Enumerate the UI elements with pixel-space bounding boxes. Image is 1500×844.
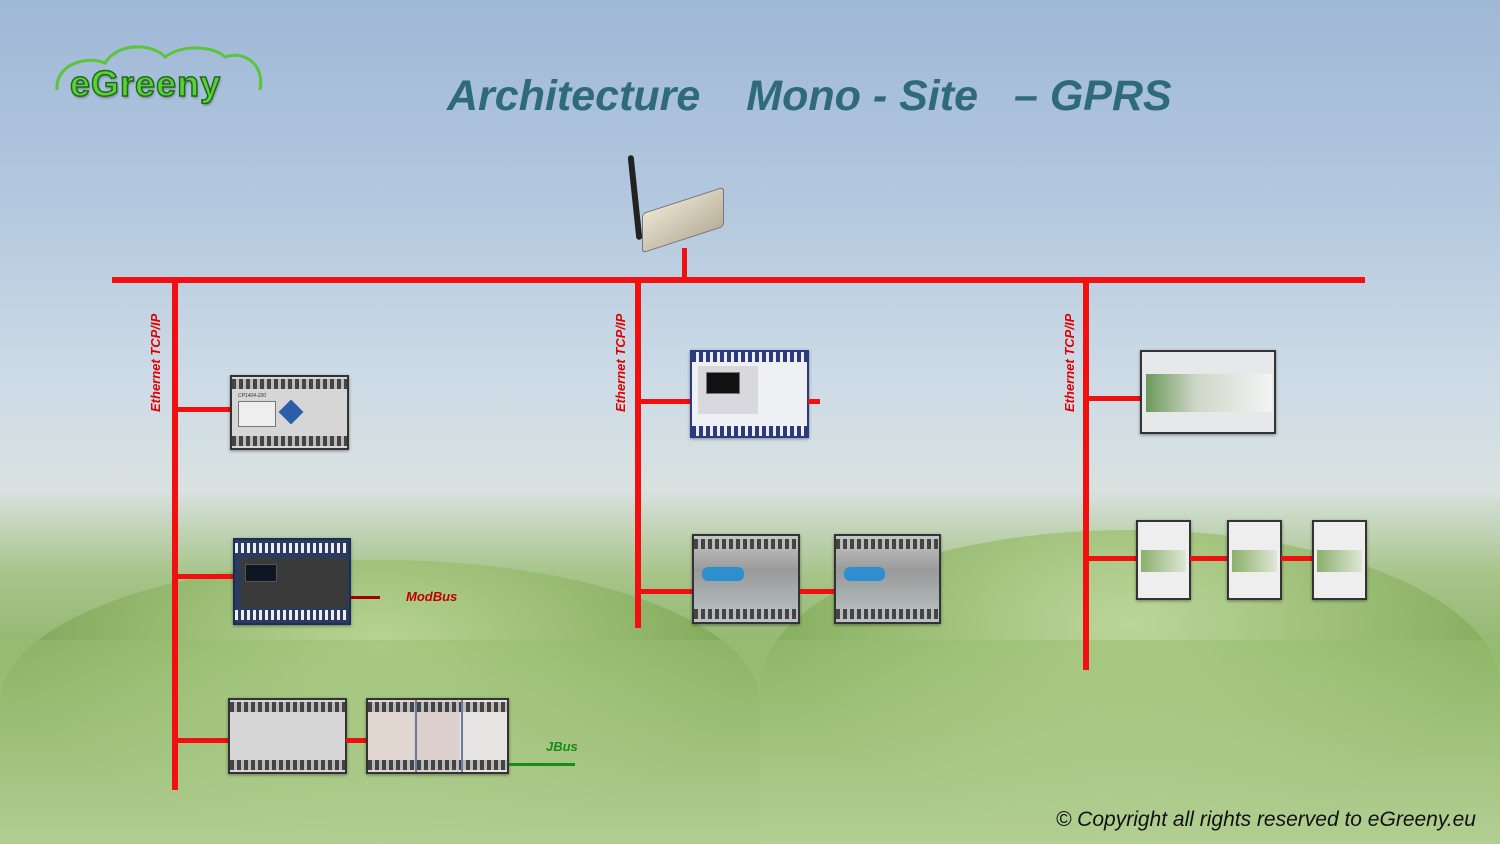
title-mono-site: Mono - Site [746, 72, 978, 120]
branch [1190, 556, 1228, 561]
ethernet-label-middle: Ethernet TCP/IP [613, 313, 628, 412]
branch [800, 589, 835, 594]
ethernet-drop-middle [635, 280, 641, 628]
branch [638, 399, 692, 404]
ecloudy-module-2 [834, 534, 941, 624]
jbus-line [509, 763, 575, 766]
ethernet-drop-right [1083, 280, 1089, 670]
branch [638, 589, 693, 594]
energy-meter [1140, 350, 1276, 434]
modbus-line [350, 596, 380, 599]
plc-cp1404: CP1404-220 [230, 375, 349, 450]
plc-crouzet-white [690, 350, 809, 438]
energy-sensor-2 [1227, 520, 1282, 600]
jbus-label: JBus [546, 739, 578, 754]
ethernet-label-left: Ethernet TCP/IP [148, 313, 163, 412]
branch [175, 574, 235, 579]
io-extension-modules [366, 698, 509, 774]
title-architecture: Architecture [447, 72, 701, 120]
copyright: © Copyright all rights reserved to eGree… [1055, 808, 1476, 831]
device-model-label: CP1404-220 [238, 393, 267, 399]
logo-text: eGreeny [69, 62, 222, 105]
plc-cp1404-b [228, 698, 347, 774]
branch [808, 399, 820, 404]
plc-crouzet-em4 [233, 538, 351, 625]
antenna-icon [627, 154, 643, 241]
energy-sensor-1 [1136, 520, 1191, 600]
page-title: Architecture Mono - Site – GPRS [447, 72, 1172, 121]
energy-sensor-3 [1312, 520, 1367, 600]
gprs-router [627, 154, 728, 254]
ecloudy-module-1 [692, 534, 800, 624]
branch [346, 738, 366, 743]
ethernet-label-right: Ethernet TCP/IP [1062, 313, 1077, 412]
branch [1281, 556, 1313, 561]
modbus-label: ModBus [406, 589, 458, 604]
title-gprs: – GPRS [1014, 72, 1172, 120]
ethernet-backbone [112, 277, 1365, 283]
branch [1086, 396, 1140, 401]
branch [1086, 556, 1138, 561]
branch [175, 738, 229, 743]
egreeny-logo: eGreeny [45, 35, 270, 115]
router-link [682, 248, 687, 280]
branch [175, 407, 231, 412]
ethernet-drop-left [172, 280, 178, 790]
